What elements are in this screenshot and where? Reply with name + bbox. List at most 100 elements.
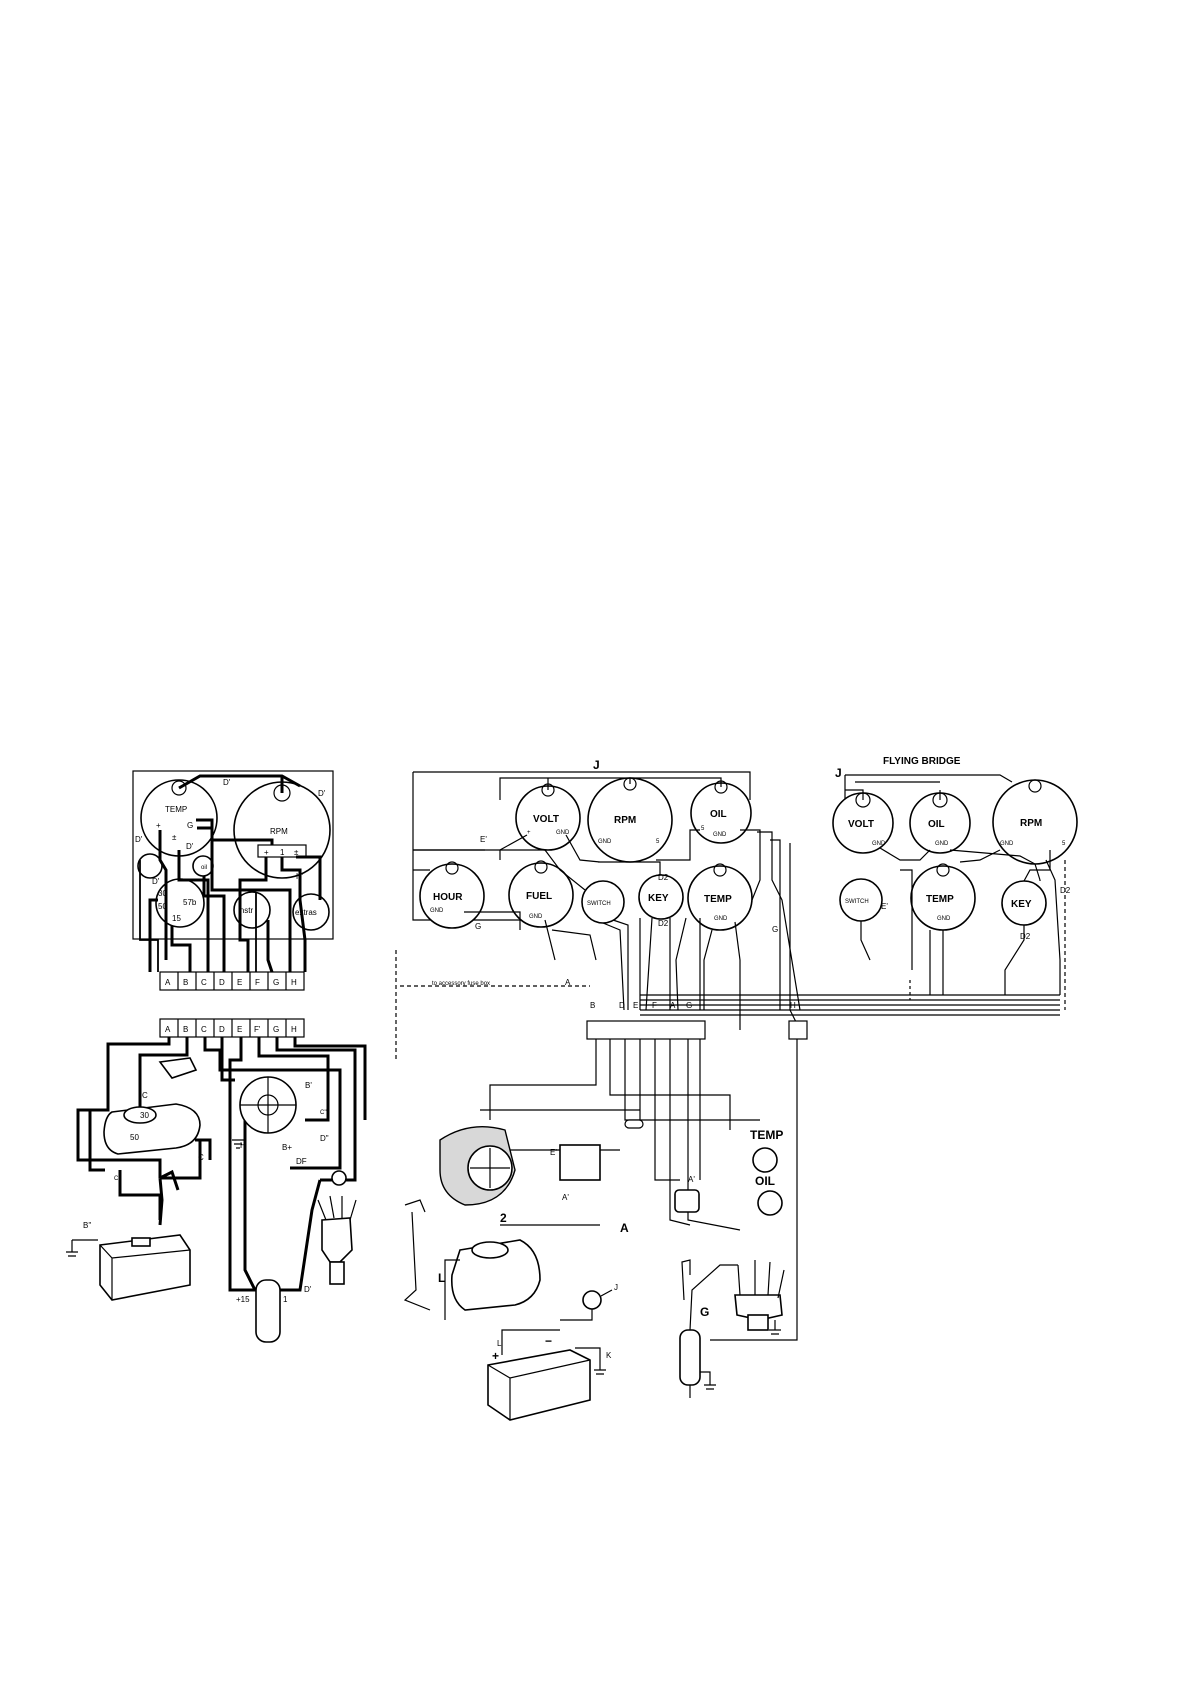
- upper-terminal-g: G: [273, 978, 279, 987]
- lower-terminal-h: H: [291, 1025, 297, 1034]
- fb-key-switch: KEY: [1001, 880, 1047, 926]
- lower-terminal-c: C: [201, 1025, 207, 1034]
- alt-h-ground: H: [240, 1141, 246, 1150]
- battery-k-label: K: [606, 1351, 612, 1360]
- left-key-50: 50: [158, 902, 167, 911]
- left-battery: B'' C''': [66, 1169, 191, 1301]
- left-small-gauge-1: [137, 853, 163, 879]
- main-a-prime-component: A': [674, 1175, 700, 1213]
- left-temp-plus: +: [156, 821, 161, 830]
- main-fuse: [624, 1119, 644, 1129]
- left-relay: [158, 1057, 198, 1079]
- fb-rpm-gauge: RPM GND 5: [992, 779, 1078, 865]
- fb-oil-label: OIL: [928, 819, 945, 830]
- left-temp-gauge: TEMP + G ±: [140, 779, 218, 857]
- fb-rpm-label: RPM: [1020, 818, 1042, 829]
- main-hour-label: HOUR: [433, 892, 463, 903]
- oil-sender-label: OIL: [755, 1174, 775, 1188]
- main-volt-gauge: VOLT + GND: [515, 783, 581, 851]
- left-rpm-one: 1: [280, 848, 285, 857]
- main-j-sender: J: [560, 1283, 618, 1321]
- left-temp-gnd: ±: [172, 833, 177, 842]
- coil-g-label: G: [700, 1305, 709, 1319]
- main-starter: L: [438, 1239, 541, 1320]
- left-instr-switch: [233, 891, 271, 929]
- accessory-note: to accessory fuse box: [432, 981, 490, 987]
- h-connector: [788, 1020, 808, 1040]
- left-instrument-panel: [132, 770, 334, 940]
- left-wire-d-right: D': [318, 789, 326, 798]
- lower-terminal-b: B: [183, 1025, 188, 1034]
- main-temp-label: TEMP: [704, 894, 732, 905]
- left-wire-d-top: D': [223, 778, 231, 787]
- alt-d-double: D": [320, 1134, 329, 1143]
- fb-j-label: J: [835, 766, 842, 780]
- bus-d: D: [619, 1001, 625, 1010]
- fb-volt-label: VOLT: [848, 819, 874, 830]
- svg-text:5: 5: [656, 839, 660, 845]
- main-oil-gauge: OIL 5 GND: [690, 780, 752, 844]
- relay-e-prime: E': [550, 1148, 557, 1157]
- main-oil-label: OIL: [710, 809, 727, 820]
- svg-text:5: 5: [701, 826, 705, 832]
- svg-text:GND: GND: [872, 841, 886, 847]
- relay-a-prime: A': [562, 1193, 569, 1202]
- left-rpm-label: RPM: [270, 827, 288, 836]
- fb-d2-bottom: D2: [1020, 932, 1031, 941]
- starter-l-label: L: [438, 1271, 445, 1285]
- main-panel-diagram: J VOLT + GND RPM GND 5 OIL 5 GND: [395, 758, 1060, 1421]
- main-volt-gnd: GND: [556, 830, 570, 836]
- battery-b-double: B'': [83, 1221, 92, 1230]
- lower-terminal-f: F': [254, 1025, 261, 1034]
- engine-j-label: J: [614, 1283, 618, 1292]
- main-hour-gauge: HOUR GND: [419, 861, 485, 929]
- left-temp-label: TEMP: [165, 805, 187, 814]
- main-temp-sender: TEMP: [750, 1128, 783, 1173]
- starter-c-bottom: C: [198, 1153, 204, 1162]
- coil-one: 1: [283, 1295, 288, 1304]
- lower-terminal-d: D: [219, 1025, 225, 1034]
- battery-plus: +: [492, 1349, 499, 1363]
- battery-minus: −: [545, 1334, 552, 1348]
- lower-terminal-a: A: [165, 1025, 171, 1034]
- main-switch: SWITCH: [581, 880, 625, 924]
- fb-oil-gauge: OIL GND: [909, 792, 971, 854]
- coil-d-prime: D': [304, 1285, 312, 1294]
- lower-terminal-g: G: [273, 1025, 279, 1034]
- starter-c-label: C: [142, 1091, 148, 1100]
- main-d2-top: D2: [658, 873, 669, 882]
- engine-two-label: 2: [500, 1211, 507, 1225]
- left-alternator: B' C''' D" B+ DF H: [232, 1076, 347, 1186]
- main-alternator: [439, 1125, 516, 1206]
- left-key-30: 30: [158, 889, 167, 898]
- svg-text:GND: GND: [937, 916, 951, 922]
- main-volt-label: VOLT: [533, 814, 559, 825]
- main-fuel-gauge: FUEL GND: [508, 860, 574, 928]
- main-rpm-label: RPM: [614, 815, 636, 826]
- svg-text:5: 5: [1062, 841, 1066, 847]
- left-key-15: 15: [172, 914, 181, 923]
- battery-l-label: L: [497, 1339, 502, 1348]
- left-wire-d-low: D': [152, 877, 160, 886]
- fb-switch: SWITCH: [839, 878, 883, 922]
- main-fuel-label: FUEL: [526, 891, 552, 902]
- main-rpm-gauge: RPM GND 5: [587, 777, 673, 863]
- main-distributor: [681, 1259, 785, 1335]
- alt-b-prime: B': [305, 1081, 312, 1090]
- left-diagram: TEMP + G ± RPM + 1 ± oil 30 50 57b 15: [66, 770, 367, 1343]
- main-oil-gnd: GND: [713, 832, 727, 838]
- main-oil-sender: OIL: [755, 1174, 783, 1216]
- left-starter-motor: 30 50 C C: [103, 1091, 204, 1162]
- main-temp-gnd: GND: [714, 916, 728, 922]
- left-small-gauge-label: oil: [201, 865, 207, 871]
- fb-temp-gauge: TEMP GND: [910, 863, 976, 931]
- temp-sender-label: TEMP: [750, 1128, 783, 1142]
- fb-switch-label: SWITCH: [845, 899, 869, 905]
- coil-plus15: +15: [236, 1295, 250, 1304]
- starter-30: 30: [140, 1111, 149, 1120]
- svg-text:GND: GND: [935, 841, 949, 847]
- left-wire-d-left: D': [135, 835, 143, 844]
- upper-terminal-e: E: [237, 978, 242, 987]
- upper-terminal-d: D: [219, 978, 225, 987]
